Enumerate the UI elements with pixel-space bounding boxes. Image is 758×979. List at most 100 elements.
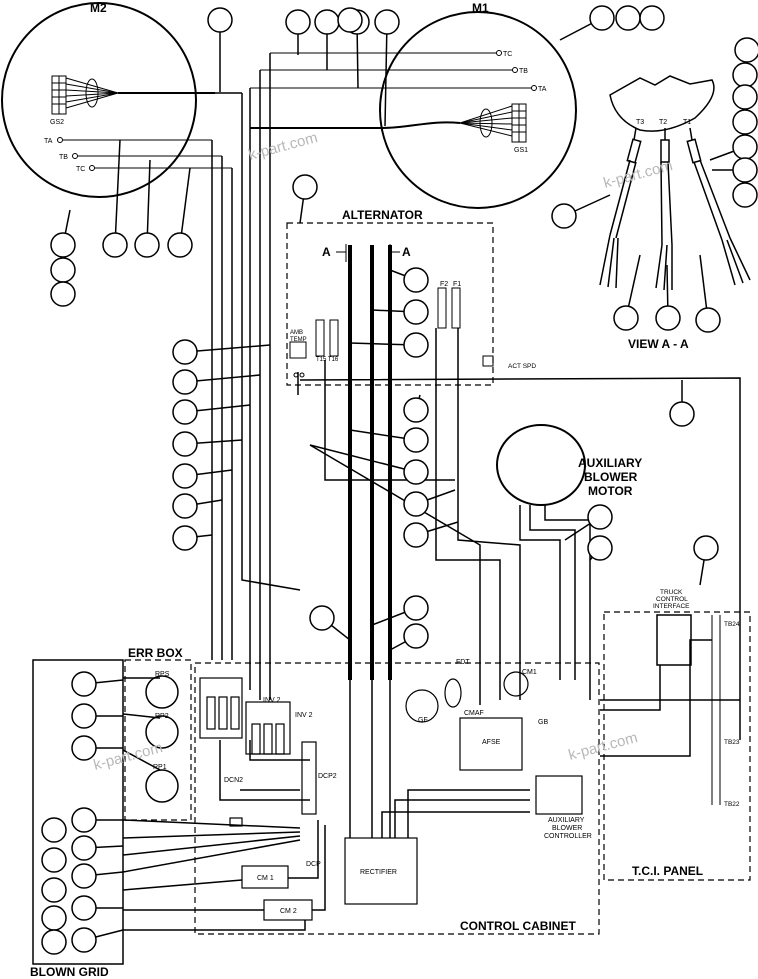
cm1-label: CM 1 (257, 875, 274, 882)
tb-right-label: TB (519, 68, 528, 75)
section-a-right: A (402, 245, 411, 259)
tc-right-label: TC (503, 51, 512, 58)
callout-balloon (403, 522, 429, 548)
callout-balloon (732, 84, 758, 110)
rp1-label: RP1 (153, 764, 167, 771)
gb-label: GB (538, 719, 548, 726)
inv2-label-b: INV 2 (295, 712, 313, 719)
callout-balloon (403, 623, 429, 649)
callout-balloon (695, 307, 721, 333)
m1-detail (379, 11, 577, 209)
callout-leader (309, 444, 417, 473)
callout-balloon (403, 595, 429, 621)
m2-detail (1, 2, 197, 198)
truck-label-1: TRUCK (660, 589, 683, 596)
callout-leader (146, 159, 151, 246)
callout-balloon (71, 807, 97, 833)
callout-leader (179, 167, 191, 246)
aux-label-3: MOTOR (588, 484, 633, 498)
callout-balloon (403, 299, 429, 325)
callout-balloon (71, 863, 97, 889)
callout-balloon (292, 174, 318, 200)
callout-balloon (41, 817, 67, 843)
callout-balloon (403, 397, 429, 423)
blown-grid-label: BLOWN GRID (30, 965, 109, 979)
ta-left-label: TA (44, 138, 53, 145)
act-spd-label: ACT SPD (508, 363, 536, 370)
callout-balloon (41, 877, 67, 903)
callout-balloon (403, 491, 429, 517)
tci-panel-box (603, 611, 751, 881)
callout-balloon (172, 369, 198, 395)
abc-label-2: BLOWER (552, 825, 582, 832)
dcp-label: DCP (306, 861, 321, 868)
gs2-connector (51, 75, 215, 115)
callout-balloon (589, 5, 615, 31)
callout-balloon (693, 535, 719, 561)
callout-balloon (41, 847, 67, 873)
callout-balloon (71, 895, 97, 921)
callout-group (41, 5, 758, 955)
tb22-label: TB22 (724, 801, 740, 808)
cabinet-components (199, 671, 583, 921)
view-aa-label: VIEW A - A (628, 337, 689, 351)
tb-left-label: TB (59, 154, 68, 161)
gs1-label: GS1 (514, 147, 528, 154)
ta-right-label: TA (538, 86, 547, 93)
callout-balloon (41, 929, 67, 955)
callout-balloon (732, 109, 758, 135)
tb24-label: TB24 (724, 621, 740, 628)
aux-label-1: AUXILIARY (578, 456, 642, 470)
t2-label: T2 (659, 119, 667, 126)
cm2-label: CM 2 (280, 908, 297, 915)
err-box (124, 659, 192, 821)
tb23-label: TB23 (724, 739, 740, 746)
callout-balloon (403, 459, 429, 485)
callout-balloon (374, 9, 400, 35)
watermark-4: k-part.com (567, 729, 640, 764)
inv2-label-a: INV 2 (263, 697, 281, 704)
callout-balloon (615, 5, 641, 31)
control-cabinet-label: CONTROL CABINET (460, 919, 576, 933)
tci-panel-label: T.C.I. PANEL (632, 864, 703, 878)
callout-balloon (732, 134, 758, 160)
watermark-2: k-part.com (602, 157, 675, 192)
alternator-label: ALTERNATOR (342, 208, 423, 222)
rectifier-label: RECTIFIER (360, 869, 397, 876)
view-aa-detail (599, 75, 751, 291)
callout-leader (184, 344, 271, 353)
callout-balloon (50, 232, 76, 258)
m1-terminals (250, 50, 537, 91)
blown-grid-box (32, 659, 124, 965)
m2-terminals (57, 137, 232, 171)
dcp2-label: DCP2 (318, 773, 337, 780)
callout-balloon (587, 535, 613, 561)
dcn2-label: DCN2 (224, 777, 243, 784)
truck-label-3: INTERFACE (653, 603, 690, 610)
callout-balloon (172, 399, 198, 425)
callout-balloon (309, 605, 335, 631)
callout-balloon (732, 62, 758, 88)
callout-balloon (732, 157, 758, 183)
callout-balloon (551, 203, 577, 229)
m2-label: M2 (90, 1, 107, 15)
callout-balloon (403, 267, 429, 293)
callout-balloon (613, 305, 639, 331)
callout-balloon (587, 504, 613, 530)
callout-balloon (41, 905, 67, 931)
m1-label: M1 (472, 1, 489, 15)
callout-balloon (655, 305, 681, 331)
watermark-1: k-part.com (247, 129, 320, 164)
resistor-symbols (145, 675, 179, 803)
gf-label: GF (418, 717, 428, 724)
err-box-label: ERR BOX (128, 646, 183, 660)
wire-harness (122, 53, 741, 931)
abc-label-3: CONTROLLER (544, 833, 592, 840)
truck-label-2: CONTROL (656, 596, 688, 603)
control-cabinet-box (194, 662, 600, 935)
alternator-components (289, 287, 494, 378)
callout-balloon (207, 7, 233, 33)
callout-balloon (50, 257, 76, 283)
rp2-label: RP2 (155, 713, 169, 720)
